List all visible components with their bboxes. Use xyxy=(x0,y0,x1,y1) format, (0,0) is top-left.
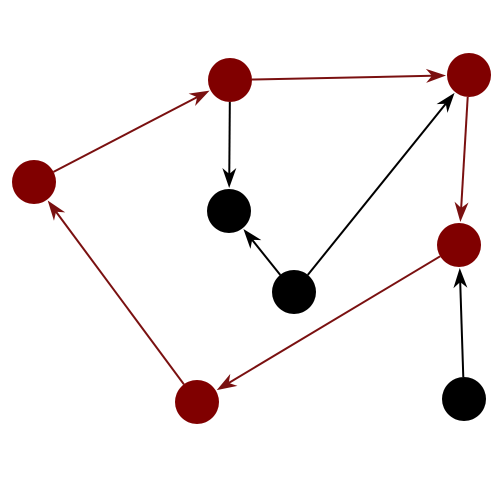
edge-line xyxy=(251,74,433,81)
arrowhead-icon xyxy=(453,267,468,289)
edge-n2-n3 xyxy=(251,68,447,83)
edge-line xyxy=(307,103,447,276)
node-n2[interactable] xyxy=(208,58,252,102)
edge-line xyxy=(53,96,198,173)
edges-layer xyxy=(47,68,469,391)
nodes-layer xyxy=(12,53,491,424)
edge-line xyxy=(459,281,465,378)
arrowhead-icon xyxy=(47,200,66,221)
edge-line xyxy=(460,96,469,209)
edge-n7-n6 xyxy=(243,228,282,276)
arrowhead-icon xyxy=(243,228,262,249)
node-n6[interactable] xyxy=(207,189,251,233)
node-n5[interactable] xyxy=(175,380,219,424)
edge-n5-n1 xyxy=(47,200,185,385)
edge-n2-n6 xyxy=(222,101,237,188)
arrowhead-icon xyxy=(454,201,469,223)
edge-line xyxy=(251,239,282,276)
edge-n7-n3 xyxy=(307,92,455,276)
node-n1[interactable] xyxy=(12,160,56,204)
edge-n1-n2 xyxy=(53,90,210,173)
node-n4[interactable] xyxy=(437,223,481,267)
arrowhead-icon xyxy=(188,90,210,107)
node-n3[interactable] xyxy=(447,53,491,97)
arrowhead-icon xyxy=(436,92,455,113)
edge-n4-n5 xyxy=(216,255,441,391)
arrowhead-icon xyxy=(425,68,447,83)
edge-n3-n4 xyxy=(454,96,469,223)
edge-n8-n4 xyxy=(453,267,468,378)
arrowhead-icon xyxy=(222,167,237,188)
node-n7[interactable] xyxy=(272,270,316,314)
edge-line xyxy=(55,211,185,385)
node-n8[interactable] xyxy=(442,377,486,421)
arrowhead-icon xyxy=(216,373,238,391)
edge-line xyxy=(228,101,231,175)
edge-line xyxy=(228,255,441,384)
